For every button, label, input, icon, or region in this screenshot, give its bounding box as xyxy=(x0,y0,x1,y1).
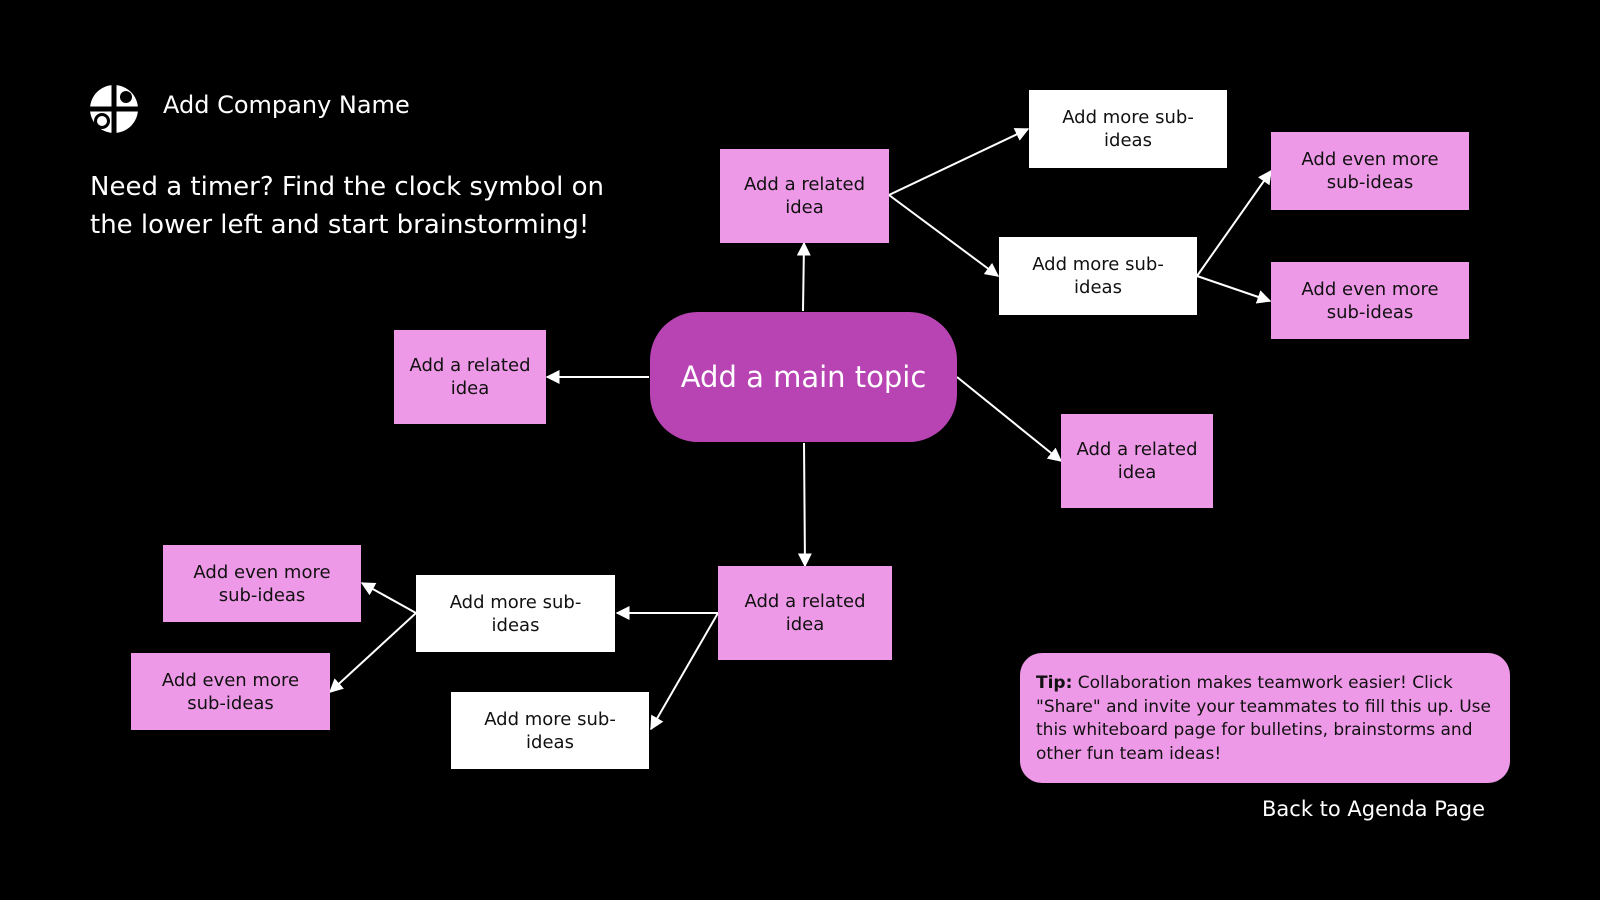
even-more-sub-idea-bottom-a[interactable]: Add even more sub-ideas xyxy=(163,545,361,622)
tip-label: Tip: xyxy=(1036,673,1073,693)
connector-sub-1-to-even-b xyxy=(328,612,417,693)
related-idea-left[interactable]: Add a related idea xyxy=(394,330,546,424)
connector-top-to-sub-2 xyxy=(888,194,1000,277)
sub-idea-top-2[interactable]: Add more sub-ideas xyxy=(999,237,1197,315)
connector-main-to-bottom xyxy=(797,442,812,568)
timer-hint-text: Need a timer? Find the clock symbol on t… xyxy=(90,172,604,240)
related-idea-bottom[interactable]: Add a related idea xyxy=(718,566,892,660)
sub-idea-top-1[interactable]: Add more sub-ideas xyxy=(1029,90,1227,168)
company-name: Add Company Name xyxy=(163,91,410,119)
tip-text: Collaboration makes teamwork easier! Cli… xyxy=(1036,673,1491,764)
even-more-sub-idea-top-a[interactable]: Add even more sub-ideas xyxy=(1271,132,1469,210)
even-more-sub-idea-top-b[interactable]: Add even more sub-ideas xyxy=(1271,262,1469,339)
connector-sub-1-to-even-a xyxy=(360,582,417,614)
main-topic-node[interactable]: Add a main topic xyxy=(650,312,957,442)
back-to-agenda-link[interactable]: Back to Agenda Page xyxy=(1262,797,1486,821)
related-idea-right[interactable]: Add a related idea xyxy=(1061,414,1213,508)
sub-idea-bottom-1[interactable]: Add more sub-ideas xyxy=(416,575,615,652)
related-idea-top[interactable]: Add a related idea xyxy=(720,149,889,243)
connector-sub-2-to-even-a xyxy=(1196,169,1272,277)
connector-top-to-sub-1 xyxy=(888,128,1030,196)
tip-callout: Tip: Collaboration makes teamwork easier… xyxy=(1020,653,1510,783)
quartered-circle-logo-icon xyxy=(89,84,139,134)
connector-main-to-right xyxy=(956,376,1063,462)
connector-sub-2-to-even-b xyxy=(1196,275,1272,304)
connector-bottom-to-sub-2 xyxy=(650,612,719,731)
even-more-sub-idea-bottom-b[interactable]: Add even more sub-ideas xyxy=(131,653,330,730)
connector-main-to-top xyxy=(796,241,811,312)
sub-idea-bottom-2[interactable]: Add more sub-ideas xyxy=(451,692,649,769)
